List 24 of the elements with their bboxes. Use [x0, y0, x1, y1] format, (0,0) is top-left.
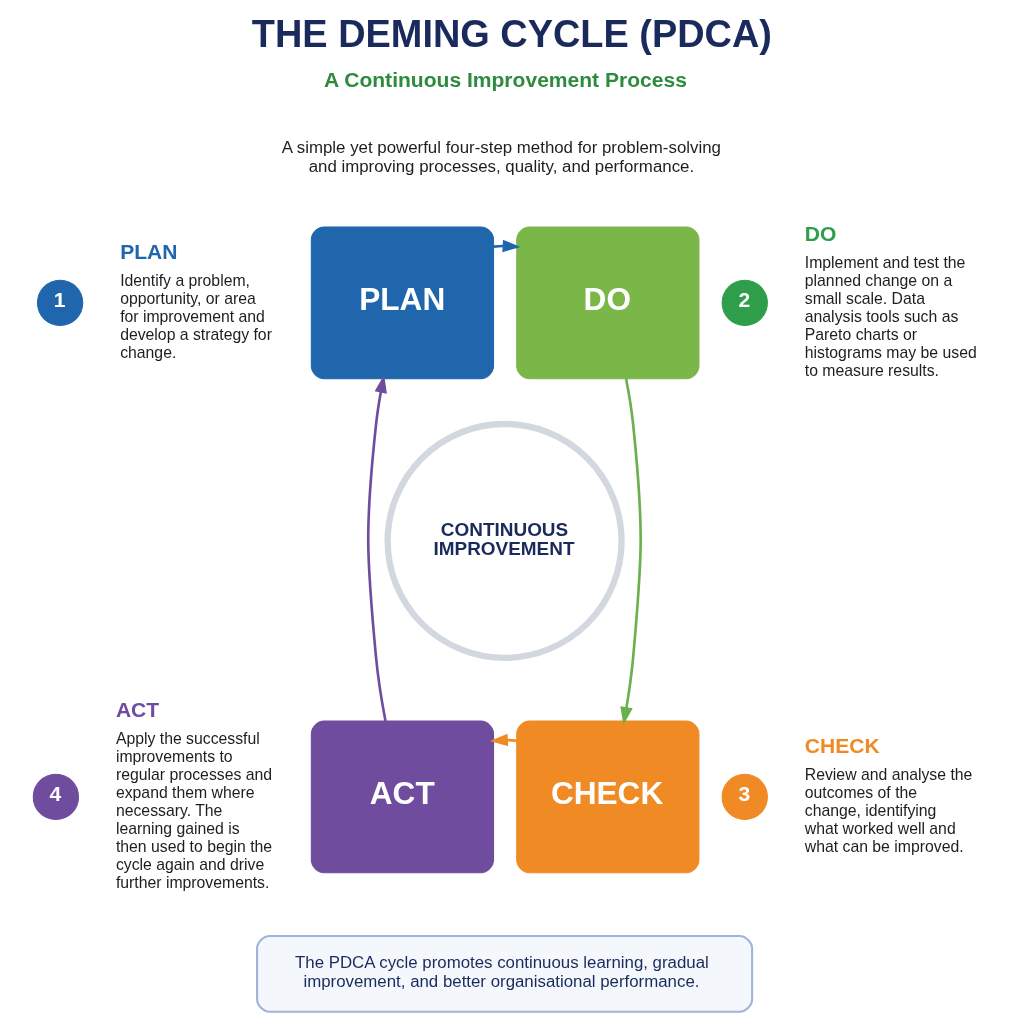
node-box: ACT [310, 720, 494, 873]
arrow [619, 378, 642, 725]
node-label: Apply the successful improvements to regular processes and expand them where necessary. The learning gained is then used to begin the cycle again and drive further improvements. [115, 729, 272, 890]
node-box: CHECK [515, 720, 699, 873]
node-box: DO [515, 226, 699, 379]
node-circle: CONTINUOUS IMPROVEMENT [384, 420, 625, 661]
label: A simple yet powerful four-step method for problem-solving and improving processes, quality, and performance. [281, 137, 721, 176]
node-box: PLAN [310, 226, 494, 379]
arrow [366, 374, 387, 721]
node-label: ACT [115, 697, 159, 721]
node-label: Review and analyse the outcomes of the change, identifying what worked well and what can be improved. [804, 765, 972, 855]
node-label: Identify a problem, opportunity, or area for improvement and develop a strategy for change. [119, 271, 272, 361]
node-label: PLAN [119, 239, 177, 263]
node-circle: 1 [36, 279, 83, 326]
node-circle: 4 [32, 773, 79, 820]
node-box: The PDCA cycle promotes continuous learning, gradual improvement, and better organisational performance. [255, 934, 753, 1013]
node-circle: 2 [721, 279, 768, 326]
node-label: CHECK [804, 733, 880, 757]
label: A Continuous Improvement Process [323, 67, 687, 91]
arrow [489, 733, 517, 746]
diagram-title: THE DEMING CYCLE (PDCA) [251, 12, 772, 55]
node-label: DO [804, 221, 836, 245]
node-circle: 3 [721, 773, 768, 820]
node-label: Implement and test the planned change on a small scale. Data analysis tools such as Pareto charts or histograms may be used to measure results. [804, 253, 977, 379]
